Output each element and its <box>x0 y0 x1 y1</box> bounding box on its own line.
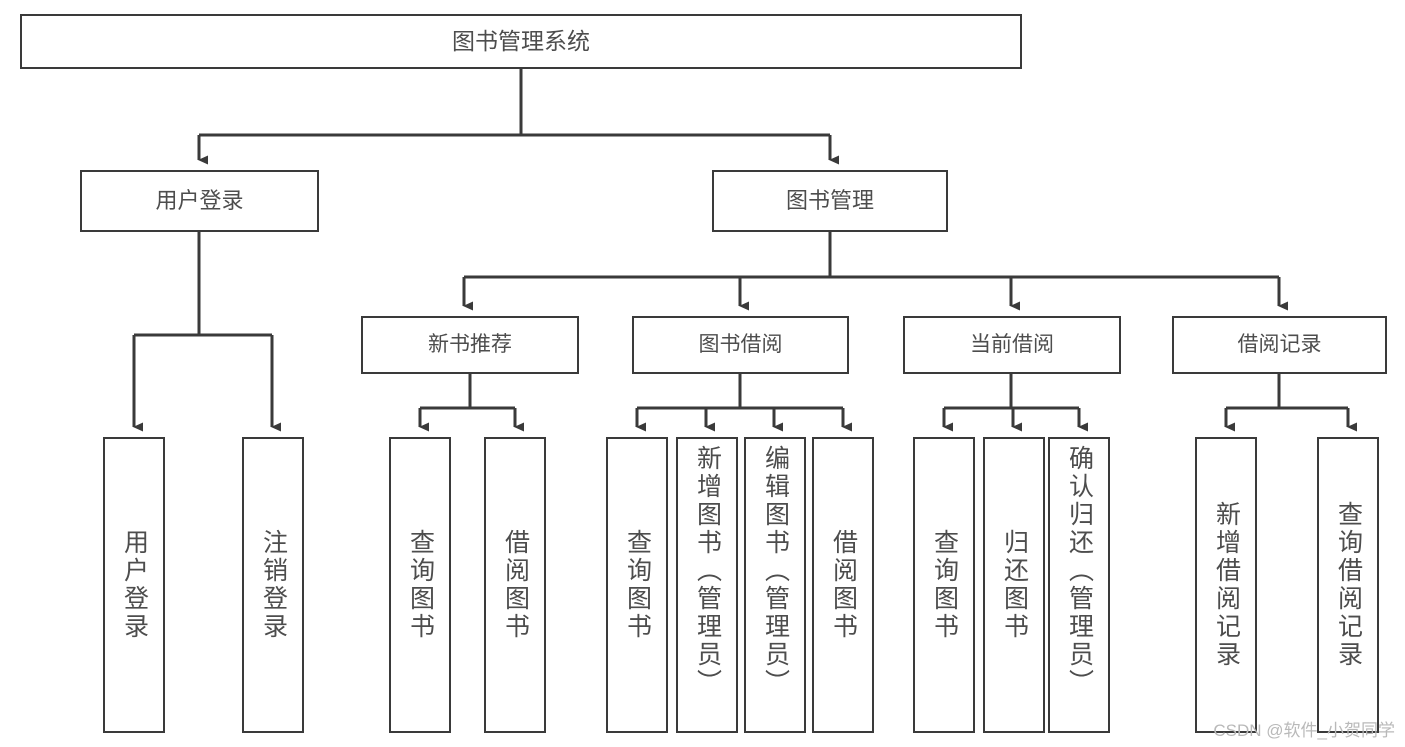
node-label: 确认归还（管理员） <box>1065 445 1094 697</box>
node-label: 新书推荐 <box>428 332 512 356</box>
node-book-management[interactable]: 图书管理 <box>712 170 948 232</box>
node-borrow-record[interactable]: 借阅记录 <box>1172 316 1387 374</box>
leaf-return-book[interactable]: 归还图书 <box>983 437 1045 733</box>
leaf-query-book-newbook[interactable]: 查询图书 <box>389 437 451 733</box>
leaf-query-book-borrow[interactable]: 查询图书 <box>606 437 668 733</box>
node-label: 查询图书 <box>930 529 959 641</box>
leaf-add-book-admin[interactable]: 新增图书（管理员） <box>676 437 738 733</box>
node-label: 查询图书 <box>623 529 652 641</box>
leaf-logout[interactable]: 注销登录 <box>242 437 304 733</box>
node-label: 借阅记录 <box>1237 332 1322 356</box>
node-label: 当前借阅 <box>970 332 1054 356</box>
node-label: 归还图书 <box>1000 529 1029 641</box>
node-label: 新增借阅记录 <box>1212 501 1241 669</box>
node-label: 图书借阅 <box>698 332 783 356</box>
leaf-query-borrow-record[interactable]: 查询借阅记录 <box>1317 437 1379 733</box>
node-user-login[interactable]: 用户登录 <box>80 170 319 232</box>
leaf-edit-book-admin[interactable]: 编辑图书（管理员） <box>744 437 806 733</box>
node-current-borrow[interactable]: 当前借阅 <box>903 316 1121 374</box>
node-label: 用户登录 <box>120 529 149 641</box>
node-book-borrow[interactable]: 图书借阅 <box>632 316 849 374</box>
node-label: 用户登录 <box>155 188 244 214</box>
node-label: 注销登录 <box>259 529 288 641</box>
node-label: 图书管理 <box>785 188 874 214</box>
leaf-confirm-return-admin[interactable]: 确认归还（管理员） <box>1048 437 1110 733</box>
node-label: 查询借阅记录 <box>1334 501 1363 669</box>
node-label: 编辑图书（管理员） <box>761 445 790 697</box>
csdn-watermark: CSDN @软件_小贺同学 <box>1213 721 1395 740</box>
leaf-add-borrow-record[interactable]: 新增借阅记录 <box>1195 437 1257 733</box>
node-new-book-recommend[interactable]: 新书推荐 <box>361 316 579 374</box>
node-root-system[interactable]: 图书管理系统 <box>20 14 1022 69</box>
node-label: 图书管理系统 <box>452 27 590 54</box>
leaf-user-login[interactable]: 用户登录 <box>103 437 165 733</box>
node-label: 新增图书（管理员） <box>693 445 722 697</box>
node-label: 借阅图书 <box>501 529 530 641</box>
leaf-borrow-book-newbook[interactable]: 借阅图书 <box>484 437 546 733</box>
leaf-query-book-current[interactable]: 查询图书 <box>913 437 975 733</box>
node-label: 查询图书 <box>406 529 435 641</box>
leaf-borrow-book[interactable]: 借阅图书 <box>812 437 874 733</box>
node-label: 借阅图书 <box>829 529 858 641</box>
